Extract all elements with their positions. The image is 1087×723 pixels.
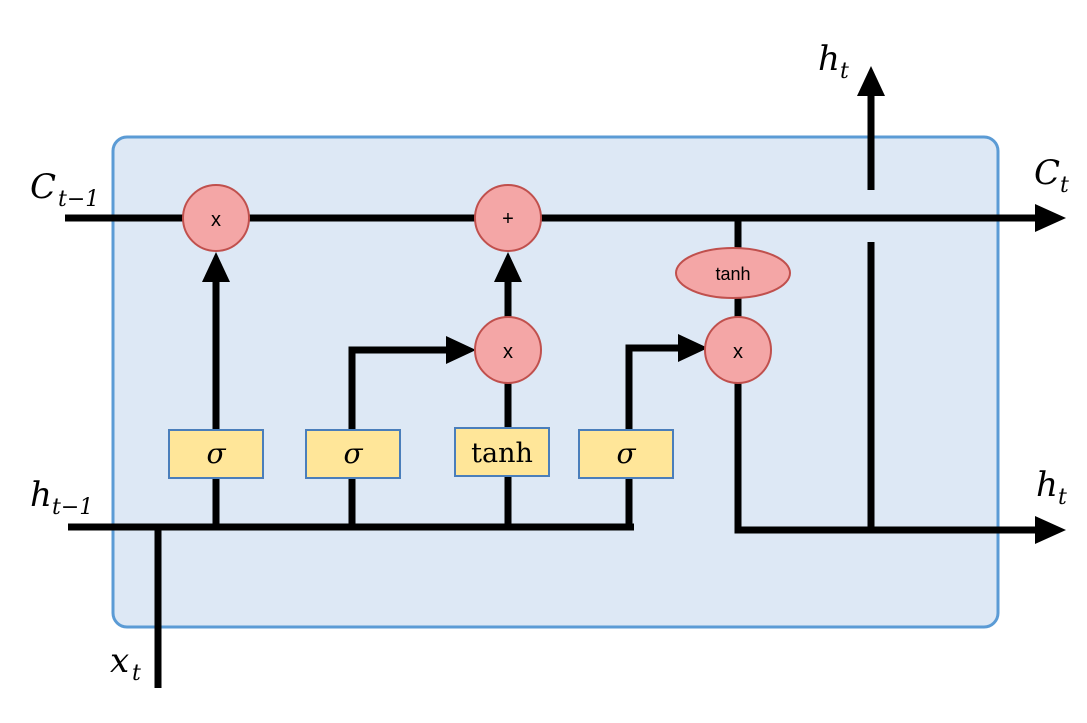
h-prev-subscript: t−1 (52, 495, 93, 520)
input-multiply-symbol: x (503, 341, 513, 363)
input-arrowhead (446, 336, 476, 364)
h-out-right-subscript: t (1058, 485, 1067, 510)
c-prev-subscript: t−1 (58, 187, 99, 212)
output-arrowhead (678, 334, 708, 362)
hidden-output-arrowhead (1035, 516, 1066, 544)
forget-gate-box: σ (168, 429, 264, 479)
x-in-symbol: x (110, 641, 129, 681)
c-prev-symbol: C (30, 167, 56, 207)
hidden-up-arrowhead (857, 66, 885, 96)
forget-multiply-operator: x (182, 184, 250, 252)
input-gate-label: σ (343, 437, 363, 470)
x-in-subscript: t (132, 661, 141, 686)
input-multiply-operator: x (474, 316, 542, 384)
cell-tanh-label: tanh (715, 264, 750, 284)
forget-gate-label: σ (206, 437, 226, 470)
add-arrowhead (494, 252, 522, 282)
h-prev-label: h t−1 (30, 475, 93, 520)
h-prev-symbol: h (30, 475, 52, 515)
candidate-gate-box: tanh (454, 427, 550, 477)
output-hidden-line (734, 380, 1040, 534)
output-gate-label: σ (616, 437, 636, 470)
c-prev-label: C t−1 (30, 167, 99, 212)
forget-multiply-symbol: x (211, 209, 221, 231)
forget-arrowhead (202, 252, 230, 282)
candidate-gate-label: tanh (471, 438, 533, 469)
h-out-right-label: h t (1036, 465, 1067, 510)
c-out-symbol: C (1034, 153, 1060, 193)
h-out-top-symbol: h (818, 39, 840, 79)
h-out-right-symbol: h (1036, 465, 1058, 505)
output-multiply-symbol: x (733, 341, 743, 363)
cell-state-arrowhead (1035, 204, 1066, 232)
c-out-label: C t (1034, 153, 1069, 198)
output-multiply-operator: x (704, 316, 772, 384)
h-out-top-label: h t (818, 39, 849, 84)
cell-add-operator: + (474, 184, 542, 252)
h-out-top-subscript: t (840, 59, 849, 84)
input-gate-box: σ (305, 429, 401, 479)
cell-tanh-operator: tanh (675, 247, 791, 299)
x-in-label: x t (110, 641, 141, 686)
c-out-subscript: t (1060, 173, 1069, 198)
cell-add-symbol: + (502, 208, 514, 230)
output-gate-box: σ (578, 429, 674, 479)
